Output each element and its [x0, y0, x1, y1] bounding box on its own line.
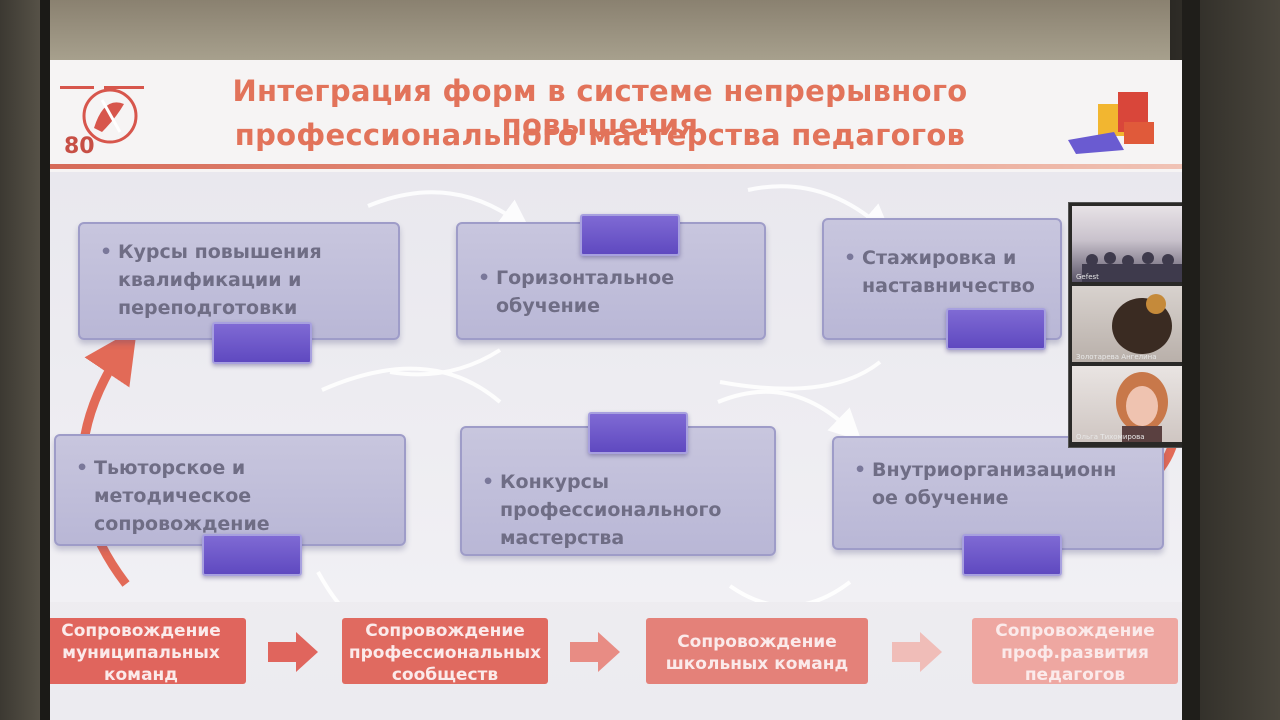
- form-tab-contests: [588, 412, 688, 454]
- form-tab-horizontal: [580, 214, 680, 256]
- institution-logo-icon: [60, 86, 144, 144]
- form-box-internal: •Внутриорганизационн ое обучение: [832, 436, 1164, 550]
- flow-step-communities: Сопровождение профессиональных сообществ: [342, 618, 548, 685]
- flow-step-municipal: Сопровождение муниципальных команд: [50, 618, 246, 685]
- person-icon: [1116, 372, 1168, 442]
- form-label: Конкурсы профессионального мастерства: [500, 471, 722, 549]
- form-label: Курсы повышения квалификации и переподго…: [118, 241, 322, 319]
- slide-header: 80 Интеграция форм в системе непрерывног…: [50, 60, 1182, 172]
- room-wall-top: [0, 0, 1280, 60]
- flow-step-professional-development: Сопровождение проф.развития педагогов: [972, 618, 1178, 685]
- screen-frame-right: [1182, 0, 1200, 720]
- video-tile[interactable]: Ольга Тихомирова: [1072, 366, 1182, 442]
- participant-name: Gefest: [1076, 273, 1099, 281]
- slide-title-line-1: Интеграция форм в системе непрерывного п…: [232, 74, 968, 142]
- form-label: Стажировка и наставничество: [862, 247, 1035, 297]
- form-box-courses: •Курсы повышения квалификации и переподг…: [78, 222, 400, 340]
- person-icon: [1112, 294, 1172, 354]
- form-tab-courses: [212, 322, 312, 364]
- form-label: Внутриорганизационн ое обучение: [872, 459, 1117, 509]
- forms-diagram: •Курсы повышения квалификации и переподг…: [50, 172, 1182, 602]
- audience-icon: [1082, 252, 1182, 282]
- flow-arrow-icon: [570, 632, 620, 672]
- form-label: Тьюторское и методическое сопровождение: [94, 457, 270, 535]
- logo-number: 80: [64, 134, 95, 159]
- screen-frame-left: [40, 0, 50, 720]
- puzzle-decoration-icon: [1068, 92, 1154, 154]
- flow-arrow-icon: [268, 632, 318, 672]
- form-tab-tutoring: [202, 534, 302, 576]
- flow-step-school-teams: Сопровождение школьных команд: [646, 618, 868, 684]
- participant-name: Ольга Тихомирова: [1076, 433, 1145, 441]
- flow-arrow-icon: [892, 632, 942, 672]
- form-box-tutoring: •Тьюторское и методическое сопровождение: [54, 434, 406, 546]
- slide-title-line-2: профессионального мастерства педагогов: [234, 118, 966, 152]
- room-wall-left: [0, 0, 46, 720]
- header-divider: [50, 164, 1182, 169]
- video-participants-panel: Gefest Золотарева Ангелина Ольга Тихомир…: [1068, 202, 1182, 448]
- presentation-slide: 80 Интеграция форм в системе непрерывног…: [50, 60, 1182, 720]
- participant-name: Золотарева Ангелина: [1076, 353, 1157, 361]
- video-tile[interactable]: Золотарева Ангелина: [1072, 286, 1182, 362]
- form-tab-internal: [962, 534, 1062, 576]
- form-label: Горизонтальное обучение: [496, 267, 675, 317]
- form-tab-internship: [946, 308, 1046, 350]
- video-tile[interactable]: Gefest: [1072, 206, 1182, 282]
